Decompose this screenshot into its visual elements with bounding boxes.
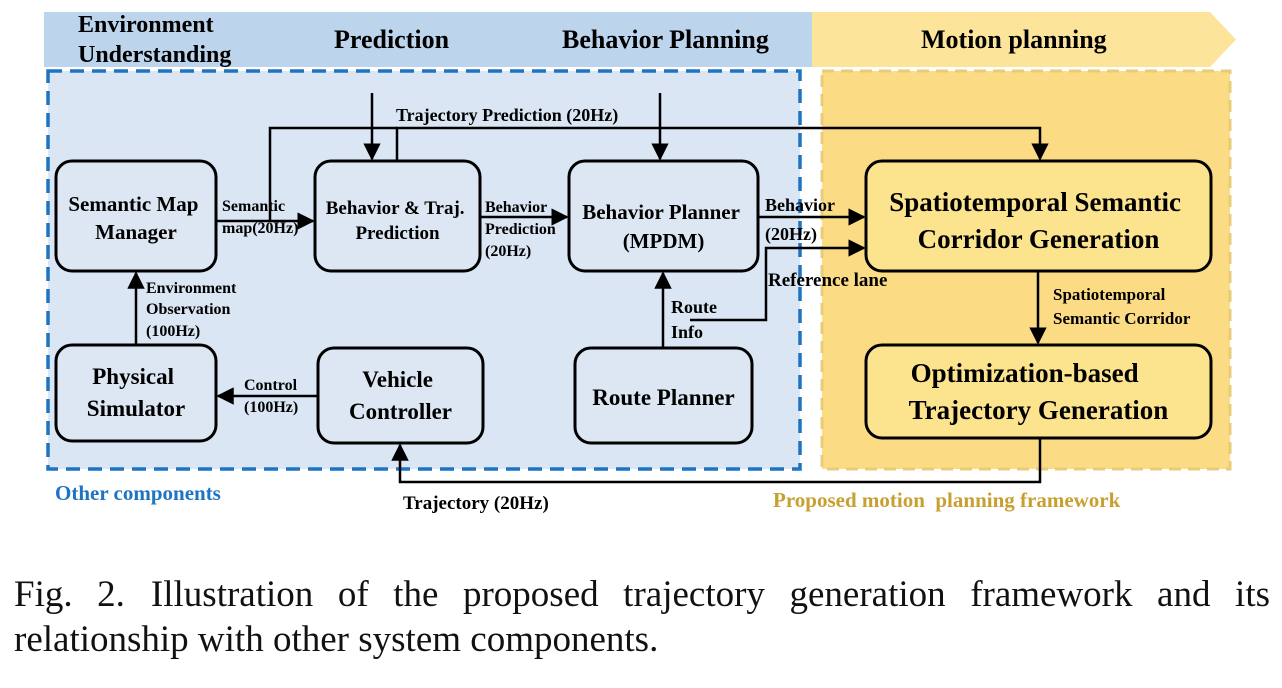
header-prediction: Prediction xyxy=(334,25,450,54)
arrow-reference-lane xyxy=(690,239,866,322)
label-ssc-output: Spatiotemporal Semantic Corridor xyxy=(1053,285,1191,328)
label-proposed-framework: Proposed motion planning framework xyxy=(773,488,1121,512)
header-motion-planning: Motion planning xyxy=(921,25,1107,54)
box-behavior-traj-prediction-label: Behavior & Traj. Prediction xyxy=(326,198,470,244)
arrow-traj-prediction xyxy=(395,126,1049,161)
box-vehicle-controller-label: Vehicle Controller xyxy=(349,367,452,424)
box-route-planner-label: Route Planner xyxy=(592,385,734,410)
label-reference-lane: Reference lane xyxy=(768,270,887,291)
label-traj-prediction: Trajectory Prediction (20Hz) xyxy=(396,105,618,126)
header-behavior-planning: Behavior Planning xyxy=(562,25,769,54)
box-ssc-generation-label: Spatiotemporal Semantic Corridor Generat… xyxy=(889,187,1187,254)
label-semantic-map: Semantic map(20Hz) xyxy=(222,198,298,237)
line-semantic-map-up xyxy=(268,126,397,221)
box-vehicle-controller xyxy=(316,346,485,445)
box-behavior-planner-label: Behavior Planner (MPDM) xyxy=(582,200,745,253)
box-optimization-trajectory-generation xyxy=(864,343,1213,440)
header-band-blue xyxy=(44,12,812,67)
framework-diagram: Environment Understanding Prediction Beh… xyxy=(44,12,1236,514)
label-trajectory: Trajectory (20Hz) xyxy=(403,493,549,514)
box-semantic-map-manager xyxy=(54,159,218,273)
label-control: Control (100Hz) xyxy=(244,377,301,416)
box-optimization-trajectory-generation-label: Optimization-based Trajectory Generation xyxy=(909,358,1169,425)
header-band-yellow xyxy=(812,12,1236,67)
caption-text: Illustration of the proposed trajectory … xyxy=(14,574,1270,660)
label-env-observation: Environment Observation (100Hz) xyxy=(146,280,240,340)
box-physical-simulator xyxy=(54,343,218,443)
box-physical-simulator-label: Physical Simulator xyxy=(87,364,185,421)
figure-caption: Fig. 2.Illustration of the proposed traj… xyxy=(14,572,1270,662)
box-semantic-map-manager-label: Semantic Map Manager xyxy=(68,192,203,244)
caption-label: Fig. 2. xyxy=(14,574,125,615)
header-environment-understanding: Environment Understanding xyxy=(78,12,231,68)
label-other-components: Other components xyxy=(55,481,221,505)
label-behavior-prediction: Behavior Prediction (20Hz) xyxy=(485,199,560,260)
arrow-trajectory xyxy=(391,438,1042,484)
label-route-info: Route Info xyxy=(671,297,722,342)
label-behavior: Behavior (20Hz) xyxy=(765,195,839,245)
